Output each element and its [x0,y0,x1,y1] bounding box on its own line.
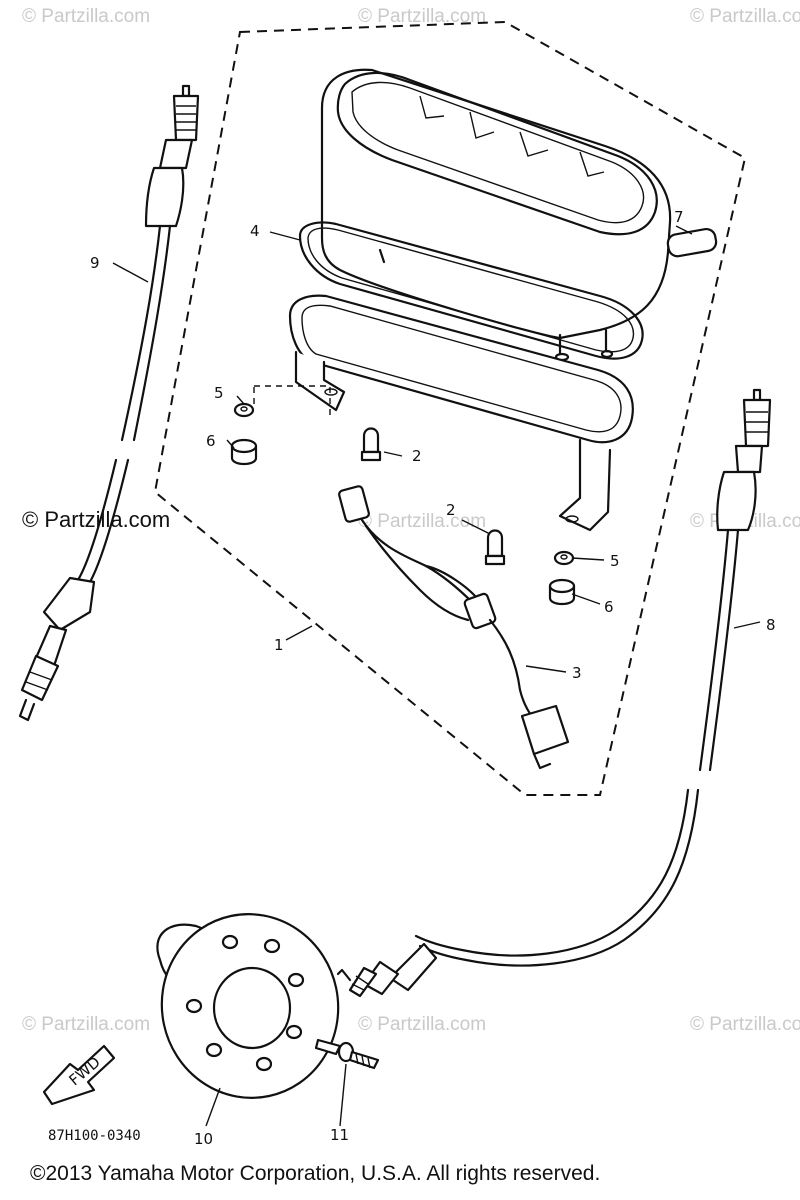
callout-10: 10 [194,1130,213,1148]
diagram-code: 87H100-0340 [48,1128,141,1144]
meter-bulb-2-upper [360,427,382,462]
watermark: © Partzilla.com [358,511,486,532]
partzilla-credit: © Partzilla.com [22,507,171,532]
callout-6-left: 6 [206,432,216,450]
callout-6-right: 6 [604,598,614,616]
callout-2-lower: 2 [446,501,456,519]
meter-bracket [288,294,634,532]
callout-5-left: 5 [214,384,224,402]
meter-bulb-2-lower [484,529,506,566]
callout-5-right: 5 [610,552,620,570]
indicator-bulb-7 [666,227,718,258]
watermark-group: © Partzilla.com © Partzilla.com © Partzi… [22,6,800,1035]
callout-labels: 9 4 7 5 6 2 2 5 6 8 3 1 10 11 [90,208,776,1148]
watermark: © Partzilla.com [22,6,150,27]
speedometer-cable-8 [336,388,772,998]
copyright-notice: ©2013 Yamaha Motor Corporation, U.S.A. A… [30,1162,601,1185]
watermark: © Partzilla.com [22,1014,150,1035]
callout-7: 7 [674,208,684,226]
watermark: © Partzilla.com [690,1014,800,1035]
callout-4: 4 [250,222,260,240]
washer-5-left [233,402,255,418]
drive-shaft-11 [314,1038,380,1070]
callout-8: 8 [766,616,776,634]
meter-assembly-boundary [153,20,747,796]
washer-5-right [553,550,575,566]
grommet-6-left [230,438,258,466]
callout-1: 1 [274,636,284,654]
forward-direction-arrow: FWD [42,1044,116,1106]
watermark: © Partzilla.com [358,1014,486,1035]
watermark: © Partzilla.com [690,6,800,27]
watermark: © Partzilla.com [358,6,486,27]
callout-11: 11 [330,1126,349,1144]
grommet-6-right [548,578,576,606]
speedometer-gear-unit-10 [156,913,340,1099]
meter-gasket [298,221,644,360]
tachometer-cable-9 [18,84,200,722]
callout-2-upper: 2 [412,447,422,465]
callout-9: 9 [90,254,100,272]
callout-leader-lines [112,225,761,1127]
meter-case [320,68,672,362]
socket-cord [338,485,570,770]
callout-3: 3 [572,664,582,682]
